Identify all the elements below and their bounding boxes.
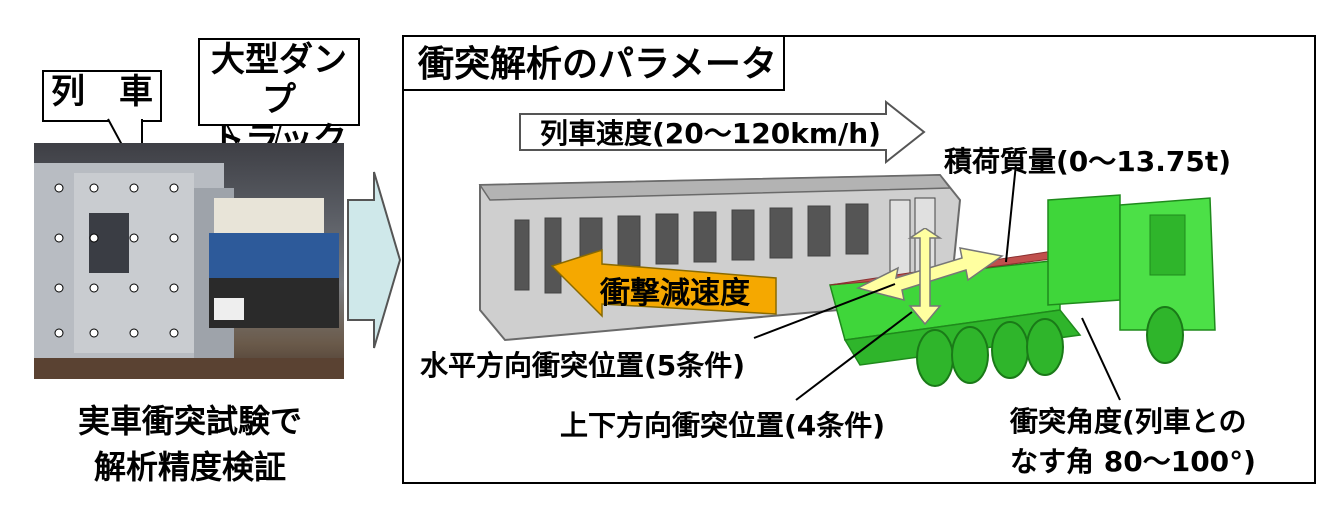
collision-angle-label-line1: 衝突角度(列車との xyxy=(1010,405,1247,438)
vertical-position-label: 上下方向衝突位置(4条件) xyxy=(560,409,886,442)
caption-line2: 解析精度検証 xyxy=(93,448,286,486)
crash-test-photo xyxy=(34,143,344,379)
train-callout: 列 車 xyxy=(42,70,162,122)
impact-deceleration-arrow-icon xyxy=(550,248,777,318)
collision-angle-label-line2: なす角 80～100°) xyxy=(1010,445,1256,478)
crash-test-illustration xyxy=(34,163,344,379)
position-arrows-icon xyxy=(855,228,1004,326)
horizontal-position-label: 水平方向衝突位置(5条件) xyxy=(420,349,746,382)
left-caption: 実車衝突試験で 解析精度検証 xyxy=(40,398,340,490)
train-label: 列 車 xyxy=(51,72,153,112)
flow-arrow-icon xyxy=(347,171,402,349)
load-mass-label: 積荷質量(0～13.75t) xyxy=(944,145,1232,178)
caption-line1: 実車衝突試験で xyxy=(77,402,302,440)
panel-title: 衝突解析のパラメータ xyxy=(402,35,785,91)
impact-deceleration-label: 衝撃減速度 xyxy=(600,276,750,311)
dump-truck-label-line1: 大型ダンプ xyxy=(211,40,347,120)
train-speed-label: 列車速度(20～120km/h) xyxy=(540,117,881,150)
train-speed-arrow-icon xyxy=(519,100,926,164)
